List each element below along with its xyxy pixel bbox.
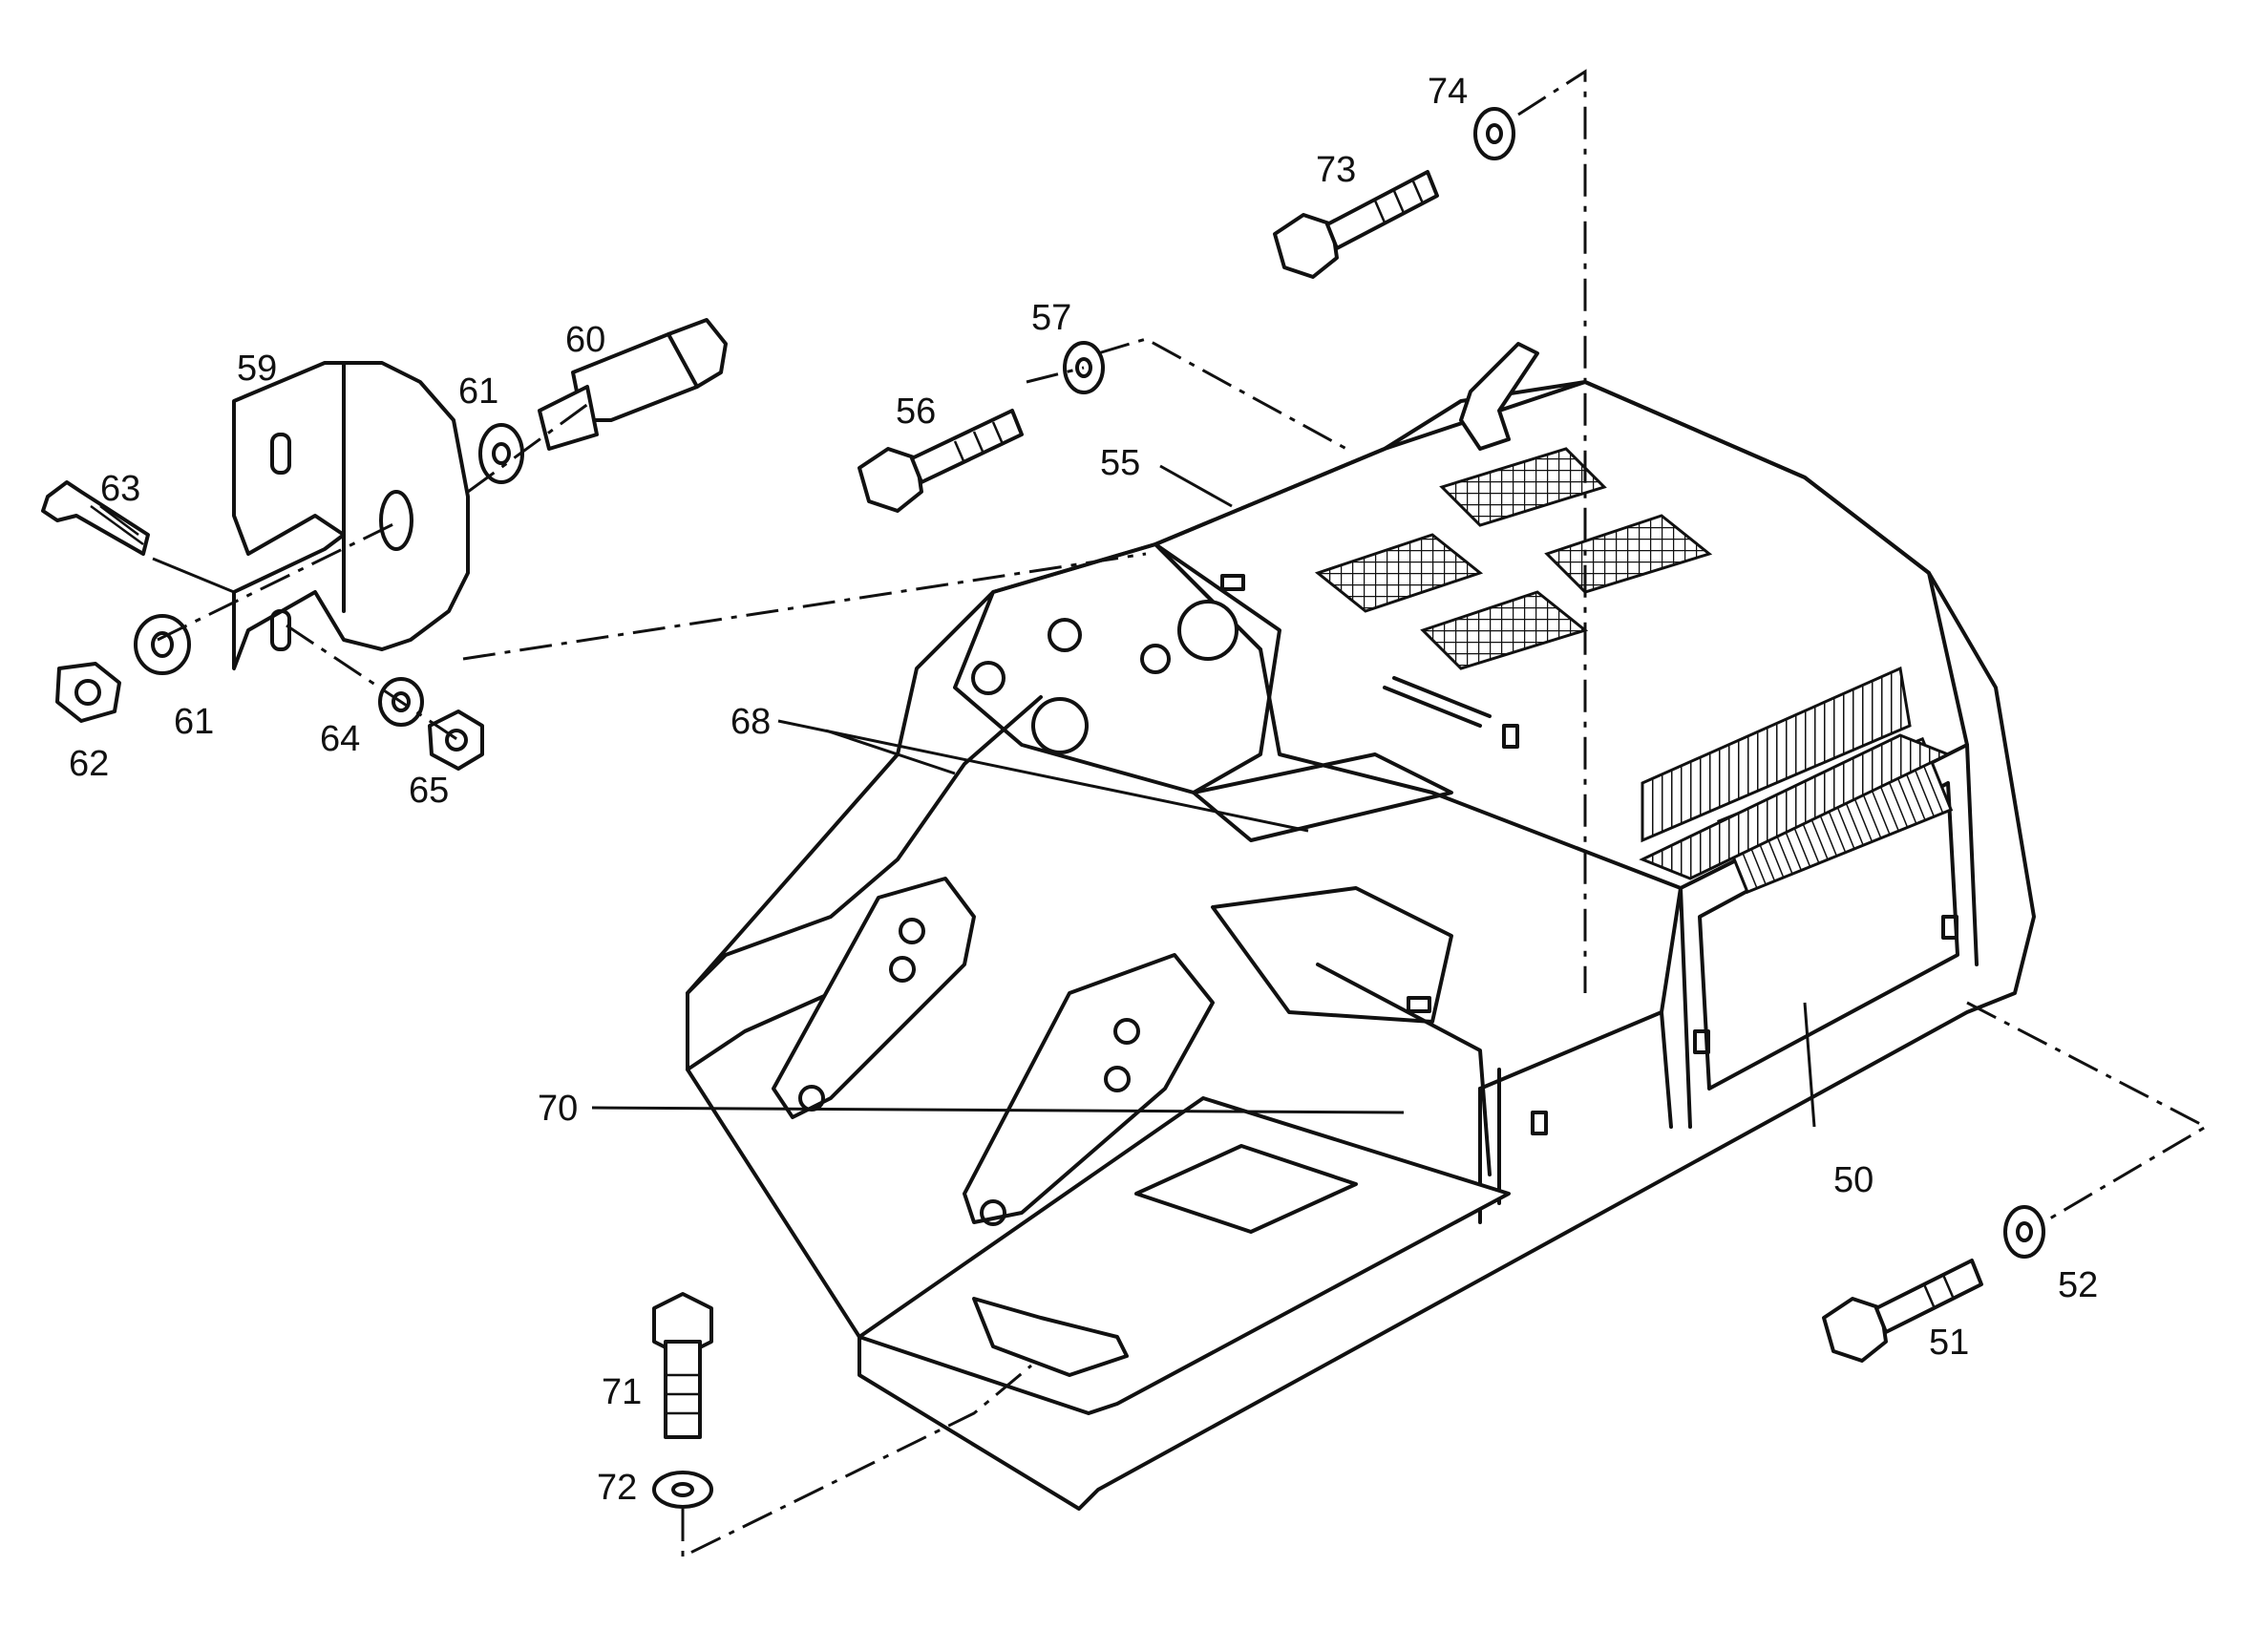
callout-61-lower: 61: [174, 702, 214, 742]
callout-71: 71: [602, 1372, 642, 1412]
fasteners: [652, 107, 2045, 1509]
callout-72: 72: [597, 1468, 637, 1508]
callout-56: 56: [896, 392, 936, 432]
callout-70: 70: [538, 1089, 578, 1129]
center-lines: [462, 69, 2210, 1559]
leader-lines: [591, 464, 1816, 1128]
callout-62: 62: [69, 744, 109, 784]
main-housing: [686, 342, 2036, 1511]
callout-labels: 74 73 57 60 59 61 56 55 63 61 62 64 65 6…: [69, 72, 2098, 1508]
callout-61-upper: 61: [458, 371, 498, 412]
callout-55: 55: [1100, 443, 1140, 483]
callout-52: 52: [2058, 1265, 2098, 1305]
callout-74: 74: [1428, 72, 1468, 112]
bracket-assembly: [41, 318, 728, 771]
callout-68: 68: [730, 702, 771, 742]
callout-73: 73: [1316, 150, 1356, 190]
callout-60: 60: [565, 320, 605, 360]
callout-65: 65: [409, 771, 449, 811]
callout-63: 63: [100, 469, 140, 509]
callout-59: 59: [237, 349, 277, 389]
callout-64: 64: [320, 719, 360, 759]
callout-50: 50: [1833, 1160, 1874, 1200]
callout-57: 57: [1031, 298, 1071, 338]
callout-51: 51: [1929, 1323, 1969, 1363]
